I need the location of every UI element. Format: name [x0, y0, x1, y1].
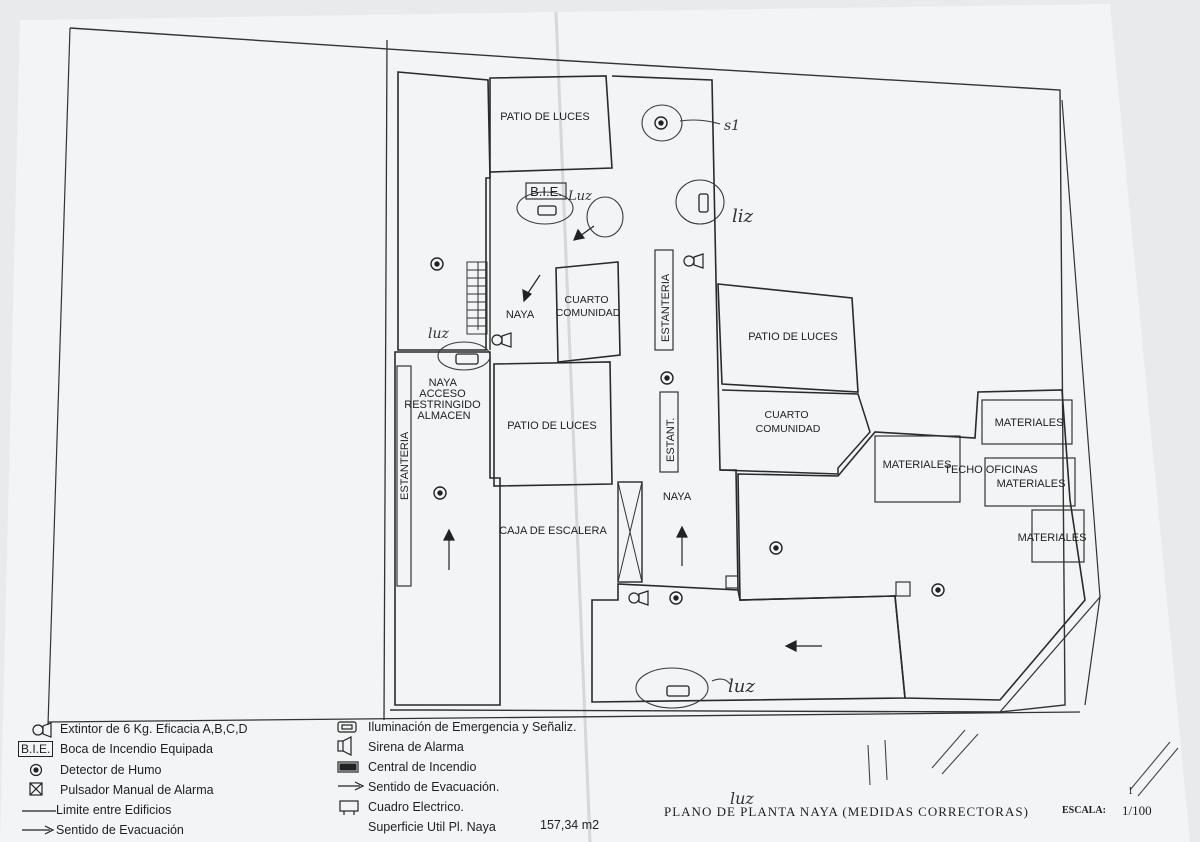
label-cuarto: CUARTO	[565, 294, 609, 306]
smoke-detector-icon	[29, 763, 43, 777]
room-patio-right	[717, 283, 859, 393]
legend-limite: Limite entre Edificios	[56, 803, 172, 817]
smoke-detectors	[430, 116, 945, 605]
box-materiales-4	[1031, 509, 1085, 563]
shelf-center-top	[654, 249, 674, 351]
staircase	[466, 261, 488, 335]
room-cuarto-comunidad-2	[719, 389, 871, 475]
label-estant-center: ESTANT.	[665, 418, 677, 462]
legend-bie-symbol: B.I.E.	[18, 741, 54, 757]
label-naya-acceso-1: NAYA	[429, 377, 458, 389]
emergency-light-icon	[337, 721, 357, 733]
scale-value: 1/100	[1122, 803, 1152, 818]
handwritten-luz-right: liz	[732, 206, 754, 227]
label-estanteria-center: ESTANTERIA	[660, 273, 672, 342]
label-cuarto-comunidad-1: CUARTO COMUNIDAD	[556, 294, 621, 319]
building-boundary-left	[47, 27, 71, 726]
room-patio-middle	[493, 361, 613, 487]
scale-label: ESCALA:	[1062, 805, 1106, 816]
label-naya-acceso: NAYA ACCESO RESTRINGIDO ALMACEN	[404, 377, 483, 422]
legend-sirena: Sirena de Alarma	[368, 740, 464, 754]
label-comunidad: COMUNIDAD	[556, 307, 621, 319]
handwritten-luz-signature: luz	[730, 789, 754, 808]
handwritten-luz-left: luz	[428, 326, 449, 342]
legend-iluminacion: Iluminación de Emergencia y Señaliz.	[368, 720, 577, 734]
handwritten-s1: s1	[724, 118, 740, 134]
legend-sentido-2: Sentido de Evacuación.	[368, 780, 500, 794]
room-naya-acceso	[394, 351, 501, 706]
box-materiales-3	[984, 457, 1076, 507]
hatch-marks	[867, 729, 1179, 797]
bie-box	[525, 182, 567, 200]
label-bie: B.I.E.	[530, 184, 562, 199]
label-naya-acceso-2: ACCESO	[419, 388, 466, 400]
room-patio-top	[489, 75, 613, 173]
legend-superficie-value: 157,34 m2	[540, 818, 600, 832]
evacuation-arrow-icon	[22, 825, 55, 835]
stair-box	[617, 481, 643, 583]
label-comunidad-2: COMUNIDAD	[756, 423, 821, 435]
boundary-right-edge	[1061, 99, 1101, 598]
handwritten-luz-bottom: luz	[728, 676, 755, 697]
label-patio-middle: PATIO DE LUCES	[507, 420, 596, 432]
siren-icon	[337, 736, 352, 756]
label-naya-acceso-4: ALMACEN	[417, 410, 470, 422]
room-right-zone	[737, 389, 1086, 701]
label-techo-oficinas: TECHO OFICINAS	[944, 464, 1038, 476]
column	[895, 581, 911, 597]
label-cuarto-comunidad-2: CUARTO COMUNIDAD	[756, 409, 821, 435]
boundary-bottom	[47, 711, 1081, 723]
label-patio-right: PATIO DE LUCES	[748, 331, 837, 343]
plan-title: PLANO DE PLANTA NAYA (MEDIDAS CORRECTORA…	[664, 804, 1029, 819]
column	[725, 575, 739, 589]
label-caja-escalera: CAJA DE ESCALERA	[499, 525, 607, 537]
legend-cuadro: Cuadro Electrico.	[368, 800, 464, 814]
label-materiales-4: MATERIALES	[1018, 532, 1087, 544]
emergency-lights	[455, 193, 709, 697]
legend-symbols	[22, 721, 365, 835]
legend-pulsador: Pulsador Manual de Alarma	[60, 783, 214, 797]
room-upper-left	[397, 71, 491, 351]
paper-fold	[554, 11, 592, 842]
label-patio-top: PATIO DE LUCES	[500, 111, 589, 123]
box-materiales-2	[874, 435, 961, 503]
legend-central: Central de Incendio	[368, 760, 477, 774]
handwritten-annotations	[437, 104, 731, 709]
legend-sentido-1: Sentido de Evacuación	[56, 823, 184, 837]
label-naya-center: NAYA	[663, 491, 692, 503]
building-boundary	[69, 27, 1066, 713]
label-naya-acceso-3: RESTRINGIDO	[404, 399, 481, 411]
label-cuarto-2: CUARTO	[765, 409, 809, 421]
legend-superficie-label: Superficie Util Pl. Naya	[368, 820, 496, 834]
electric-panel-icon	[339, 800, 359, 815]
evacuation-arrow-icon	[338, 781, 365, 791]
legend-detector: Detector de Humo	[60, 763, 162, 777]
boundary-line-vertical	[383, 39, 388, 721]
sheet-number: 1	[1128, 786, 1133, 797]
room-cuarto-comunidad-1	[555, 261, 621, 363]
evacuation-arrows	[443, 225, 822, 652]
label-materiales-2: MATERIALES	[883, 459, 952, 471]
fire-panel-icon	[337, 761, 359, 773]
paper-sheet	[0, 4, 1190, 842]
handwritten-luz-top: Luz	[567, 189, 592, 204]
extinguisher-icon	[32, 722, 52, 738]
extinguishers	[491, 253, 704, 606]
box-materiales-1	[981, 399, 1073, 445]
label-estanteria-left: ESTANTERIA	[399, 431, 411, 500]
label-materiales-3: MATERIALES	[997, 478, 1066, 490]
wall-center-right	[611, 75, 739, 591]
legend-bie: Boca de Incendio Equipada	[60, 742, 213, 756]
label-naya-small: NAYA	[506, 309, 535, 321]
shelf-left	[396, 365, 412, 587]
label-materiales-1: MATERIALES	[995, 417, 1064, 429]
legend-extintor: Extintor de 6 Kg. Eficacia A,B,C,D	[60, 722, 248, 736]
manual-alarm-icon	[29, 782, 43, 796]
shelf-center-bottom	[659, 391, 679, 473]
